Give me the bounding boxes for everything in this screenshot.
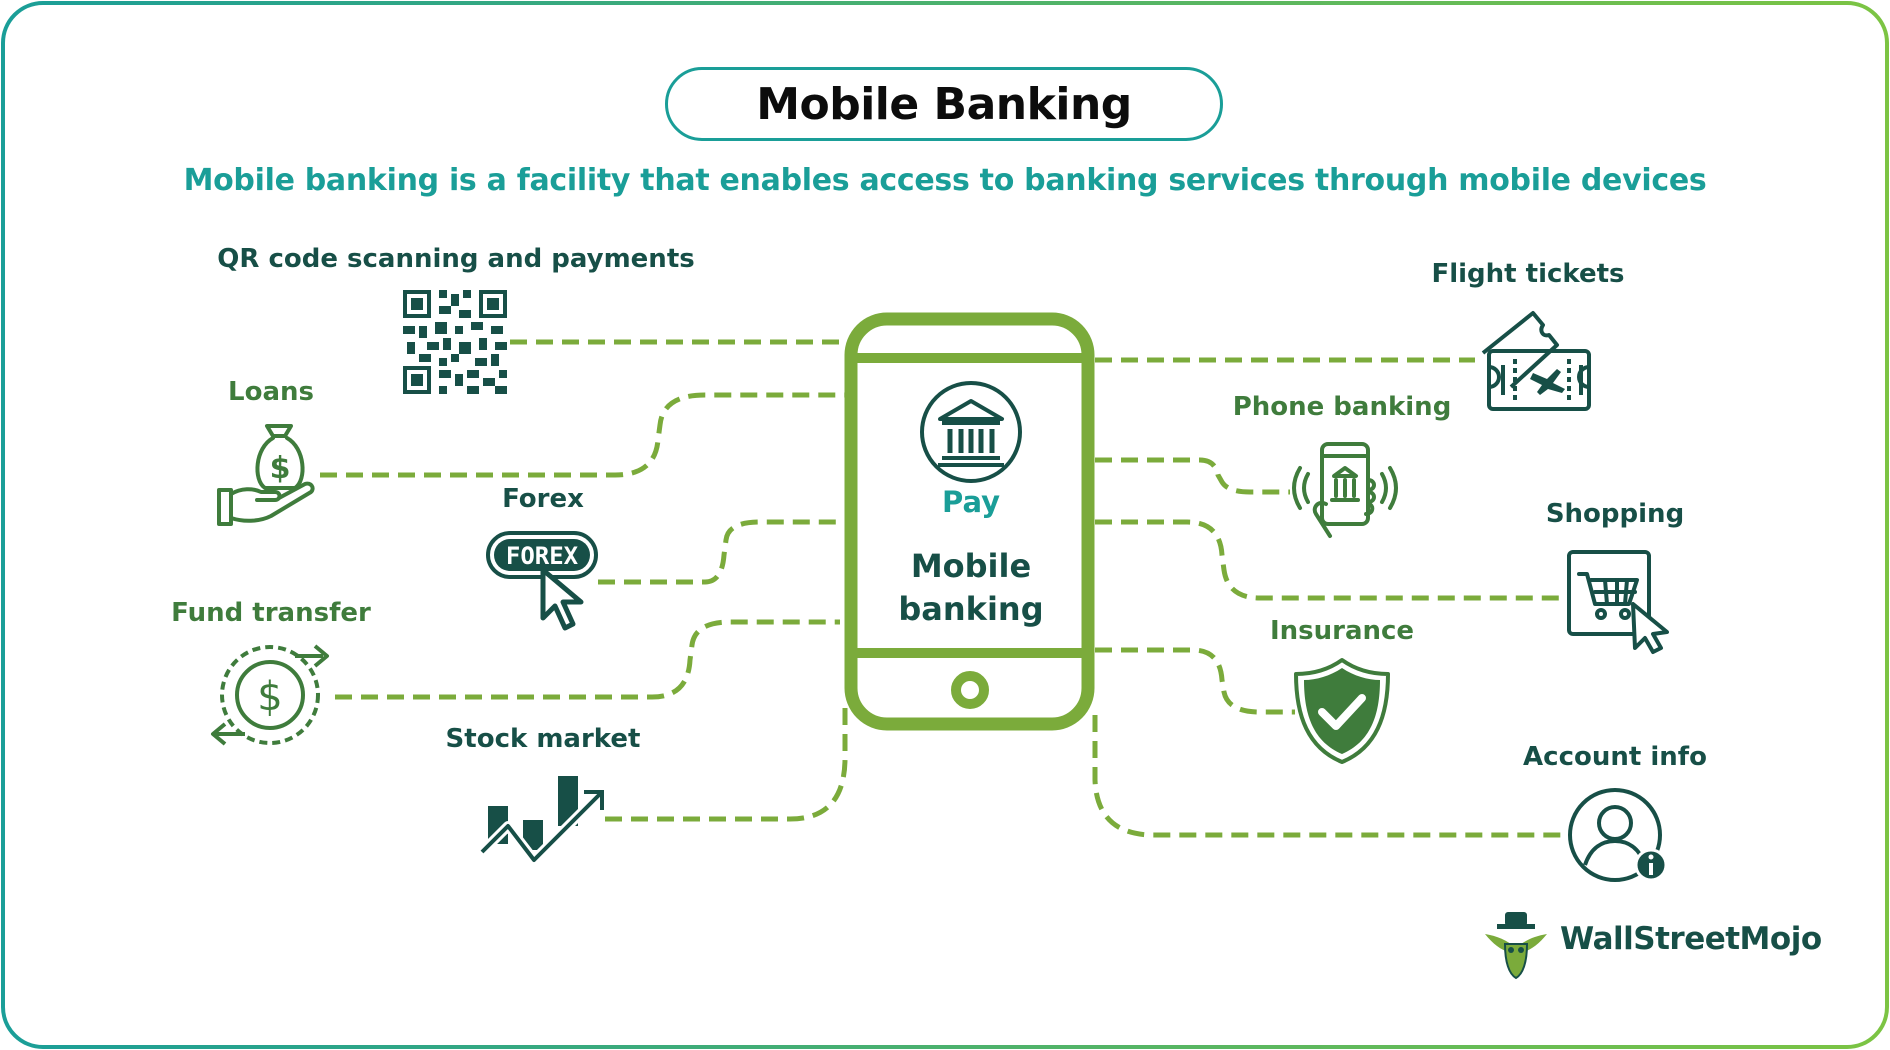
mobile-banking-line2: banking (898, 590, 1044, 628)
label-phone-banking: Phone banking (1232, 392, 1452, 422)
label-insurance: Insurance (1269, 616, 1415, 646)
stock-chart-icon (478, 776, 604, 865)
bank-icon (920, 381, 1022, 483)
connector-phone (1095, 457, 1290, 495)
money-bag-hand-icon: $ (217, 424, 315, 526)
connector-insurance (1095, 647, 1295, 715)
phone-bank-icon (1292, 442, 1398, 538)
connector-shopping (1095, 519, 1570, 601)
svg-text:$: $ (270, 451, 291, 486)
title-pill: Mobile Banking (665, 67, 1223, 141)
ticket-icon (1481, 311, 1591, 411)
label-loans: Loans (228, 377, 314, 407)
shopping-cart-icon (1567, 550, 1669, 654)
wsm-logo-icon (1485, 912, 1547, 980)
connector-fund (335, 619, 840, 700)
page-title: Mobile Banking (756, 78, 1132, 130)
connector-stock (605, 705, 848, 822)
label-shopping: Shopping (1545, 499, 1685, 529)
forex-badge-text: FOREX (506, 542, 579, 570)
connector-loans (320, 392, 845, 478)
svg-text:$: $ (257, 674, 282, 720)
shield-check-icon (1294, 658, 1390, 764)
connector-account (1092, 715, 1570, 838)
label-forex: Forex (502, 484, 584, 514)
label-fund-transfer: Fund transfer (171, 598, 371, 628)
label-account-info: Account info (1523, 742, 1707, 772)
mobile-banking-label: Mobile banking (898, 545, 1043, 631)
connector-forex (598, 519, 843, 585)
dollar-transfer-icon: $ (211, 644, 329, 746)
pay-label: Pay (941, 485, 1001, 519)
forex-button-icon: FOREX (486, 531, 598, 631)
label-qr-code: QR code scanning and payments (217, 244, 695, 274)
label-stock-market: Stock market (445, 724, 641, 754)
label-flight-tickets: Flight tickets (1431, 259, 1625, 289)
mobile-banking-line1: Mobile (910, 547, 1032, 585)
subtitle: Mobile banking is a facility that enable… (183, 163, 1707, 198)
user-info-icon (1568, 788, 1668, 882)
qr-code-icon (403, 290, 507, 394)
brand-name: WallStreetMojo (1560, 921, 1822, 957)
